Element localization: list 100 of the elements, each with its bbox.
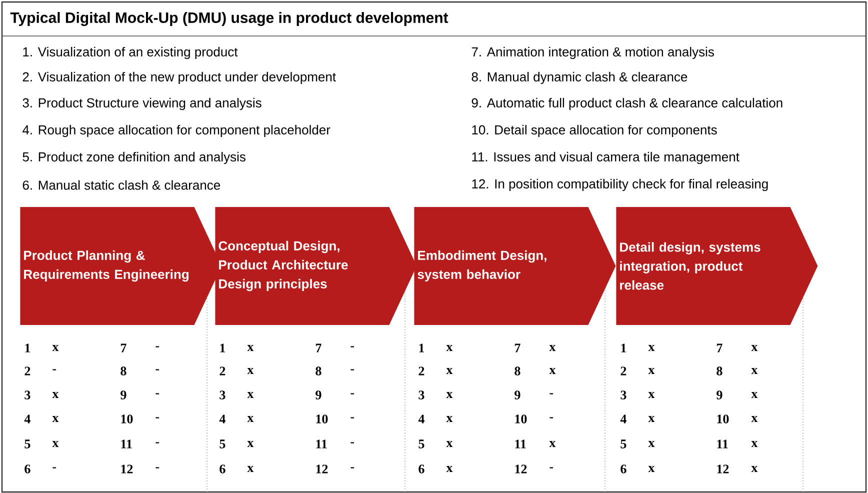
table-cell: 12 bbox=[717, 464, 729, 474]
table-cell: 10 bbox=[316, 414, 328, 424]
table-cell: 10 bbox=[121, 414, 133, 424]
table-cell: 7 bbox=[316, 344, 322, 352]
table-cell: 11 bbox=[121, 440, 132, 448]
table-cell: - bbox=[550, 393, 554, 394]
list-item: 6. Manual static clash & clearance bbox=[22, 180, 220, 190]
table-cell: 5 bbox=[220, 440, 226, 448]
table-cell: x bbox=[446, 392, 453, 398]
table-cell: 11 bbox=[316, 440, 327, 448]
table-cell: 6 bbox=[418, 464, 424, 474]
table-cell: - bbox=[550, 467, 554, 468]
table-cell: x bbox=[247, 392, 254, 398]
table-cell: 11 bbox=[515, 440, 526, 448]
table-cell: 1 bbox=[25, 344, 30, 352]
table-cell: - bbox=[350, 417, 354, 418]
table-cell: - bbox=[156, 393, 160, 394]
table-cell: - bbox=[350, 467, 354, 468]
phase-banner: Detail design, systems integration, product release bbox=[616, 207, 818, 325]
table-cell: x bbox=[549, 368, 556, 374]
table-cell: x bbox=[247, 416, 254, 422]
table-cell: x bbox=[446, 368, 453, 374]
table-cell: x bbox=[52, 441, 59, 447]
table-cell: 8 bbox=[716, 366, 722, 376]
table-cell: 6 bbox=[620, 464, 626, 474]
table-cell: 11 bbox=[717, 440, 728, 448]
table-cell: 1 bbox=[220, 344, 226, 352]
table-cell: - bbox=[156, 467, 160, 468]
list-item: 8. Manual dynamic clash & clearance bbox=[472, 72, 688, 84]
table-cell: - bbox=[350, 393, 354, 394]
table-cell: 2 bbox=[24, 366, 30, 376]
table-cell: x bbox=[648, 416, 655, 422]
list-item: 10. Detail space allocation for components bbox=[472, 124, 717, 138]
table-cell: 4 bbox=[418, 414, 424, 424]
table-cell: 2 bbox=[418, 366, 424, 376]
title: Typical Digital Mock-Up (DMU) usage in product development bbox=[10, 12, 448, 26]
phase-banner: Embodiment Design, system behavior bbox=[414, 207, 616, 325]
table-cell: 6 bbox=[220, 464, 226, 474]
table-cell: x bbox=[52, 392, 59, 398]
table-cell: x bbox=[247, 345, 254, 351]
table-cell: 6 bbox=[24, 464, 30, 474]
list-item: 2. Visualization of the new product under development bbox=[22, 72, 336, 84]
table-cell: x bbox=[751, 466, 758, 472]
table-cell: 3 bbox=[620, 390, 626, 400]
table-cell: 2 bbox=[220, 366, 226, 376]
list-item: 12. In position compatibility check for final releasing bbox=[472, 178, 768, 192]
table-cell: 8 bbox=[120, 366, 126, 376]
table-cell: x bbox=[751, 392, 758, 398]
table-cell: - bbox=[350, 369, 354, 370]
table-cell: x bbox=[648, 441, 655, 447]
table-cell: x bbox=[648, 392, 655, 398]
table-cell: x bbox=[446, 345, 453, 351]
table-cell: 4 bbox=[620, 414, 626, 424]
table-cell: - bbox=[52, 467, 56, 468]
table-cell: - bbox=[350, 346, 354, 348]
table-cell: - bbox=[350, 442, 354, 444]
table-cell: - bbox=[156, 369, 160, 370]
list-item: 11. Issues and visual camera tile management bbox=[472, 152, 740, 164]
table-cell: x bbox=[52, 416, 59, 422]
table-cell: 5 bbox=[24, 440, 30, 448]
table-cell: 2 bbox=[620, 366, 626, 376]
table-cell: 7 bbox=[716, 344, 722, 352]
table-cell: x bbox=[751, 368, 758, 374]
table-cell: 8 bbox=[514, 366, 520, 376]
list-item: 9. Automatic full product clash & clearance calculation bbox=[472, 98, 782, 110]
table-cell: - bbox=[156, 442, 160, 444]
table-cell: 1 bbox=[419, 344, 424, 352]
table-cell: 9 bbox=[316, 390, 322, 400]
table-cell: x bbox=[247, 466, 254, 472]
table-cell: x bbox=[549, 345, 556, 351]
table-cell: 9 bbox=[120, 390, 126, 400]
list-item: 7. Animation integration & motion analysis bbox=[472, 46, 714, 60]
table-cell: 3 bbox=[24, 390, 30, 400]
table-cell: 4 bbox=[219, 414, 226, 424]
table-cell: 3 bbox=[220, 390, 226, 400]
table-cell: x bbox=[751, 345, 758, 351]
table-cell: x bbox=[446, 416, 453, 422]
table-cell: - bbox=[156, 417, 160, 418]
table-cell: 4 bbox=[24, 414, 30, 424]
list-item: 3. Product Structure viewing and analysis bbox=[22, 98, 262, 110]
table-cell: 7 bbox=[514, 344, 520, 352]
table-cell: 8 bbox=[316, 366, 322, 376]
table-cell: x bbox=[549, 441, 556, 447]
table-cell: x bbox=[648, 466, 655, 472]
table-cell: 5 bbox=[620, 440, 626, 448]
table-cell: 10 bbox=[717, 414, 729, 424]
list-item: 5. Product zone definition and analysis bbox=[22, 152, 246, 164]
table-cell: x bbox=[247, 368, 254, 374]
table-cell: 12 bbox=[316, 464, 328, 474]
table-cell: x bbox=[648, 345, 655, 351]
table-cell: 7 bbox=[120, 344, 126, 352]
table-cell: 3 bbox=[418, 390, 424, 400]
table-cell: 12 bbox=[121, 464, 133, 474]
list-item: 4. Rough space allocation for component placeholder bbox=[22, 124, 330, 138]
table-cell: x bbox=[446, 441, 453, 447]
table-cell: 5 bbox=[418, 440, 424, 448]
table-cell: - bbox=[156, 346, 160, 348]
table-cell: 10 bbox=[515, 414, 527, 424]
table-cell: - bbox=[52, 369, 56, 370]
table-cell: 9 bbox=[716, 390, 722, 400]
